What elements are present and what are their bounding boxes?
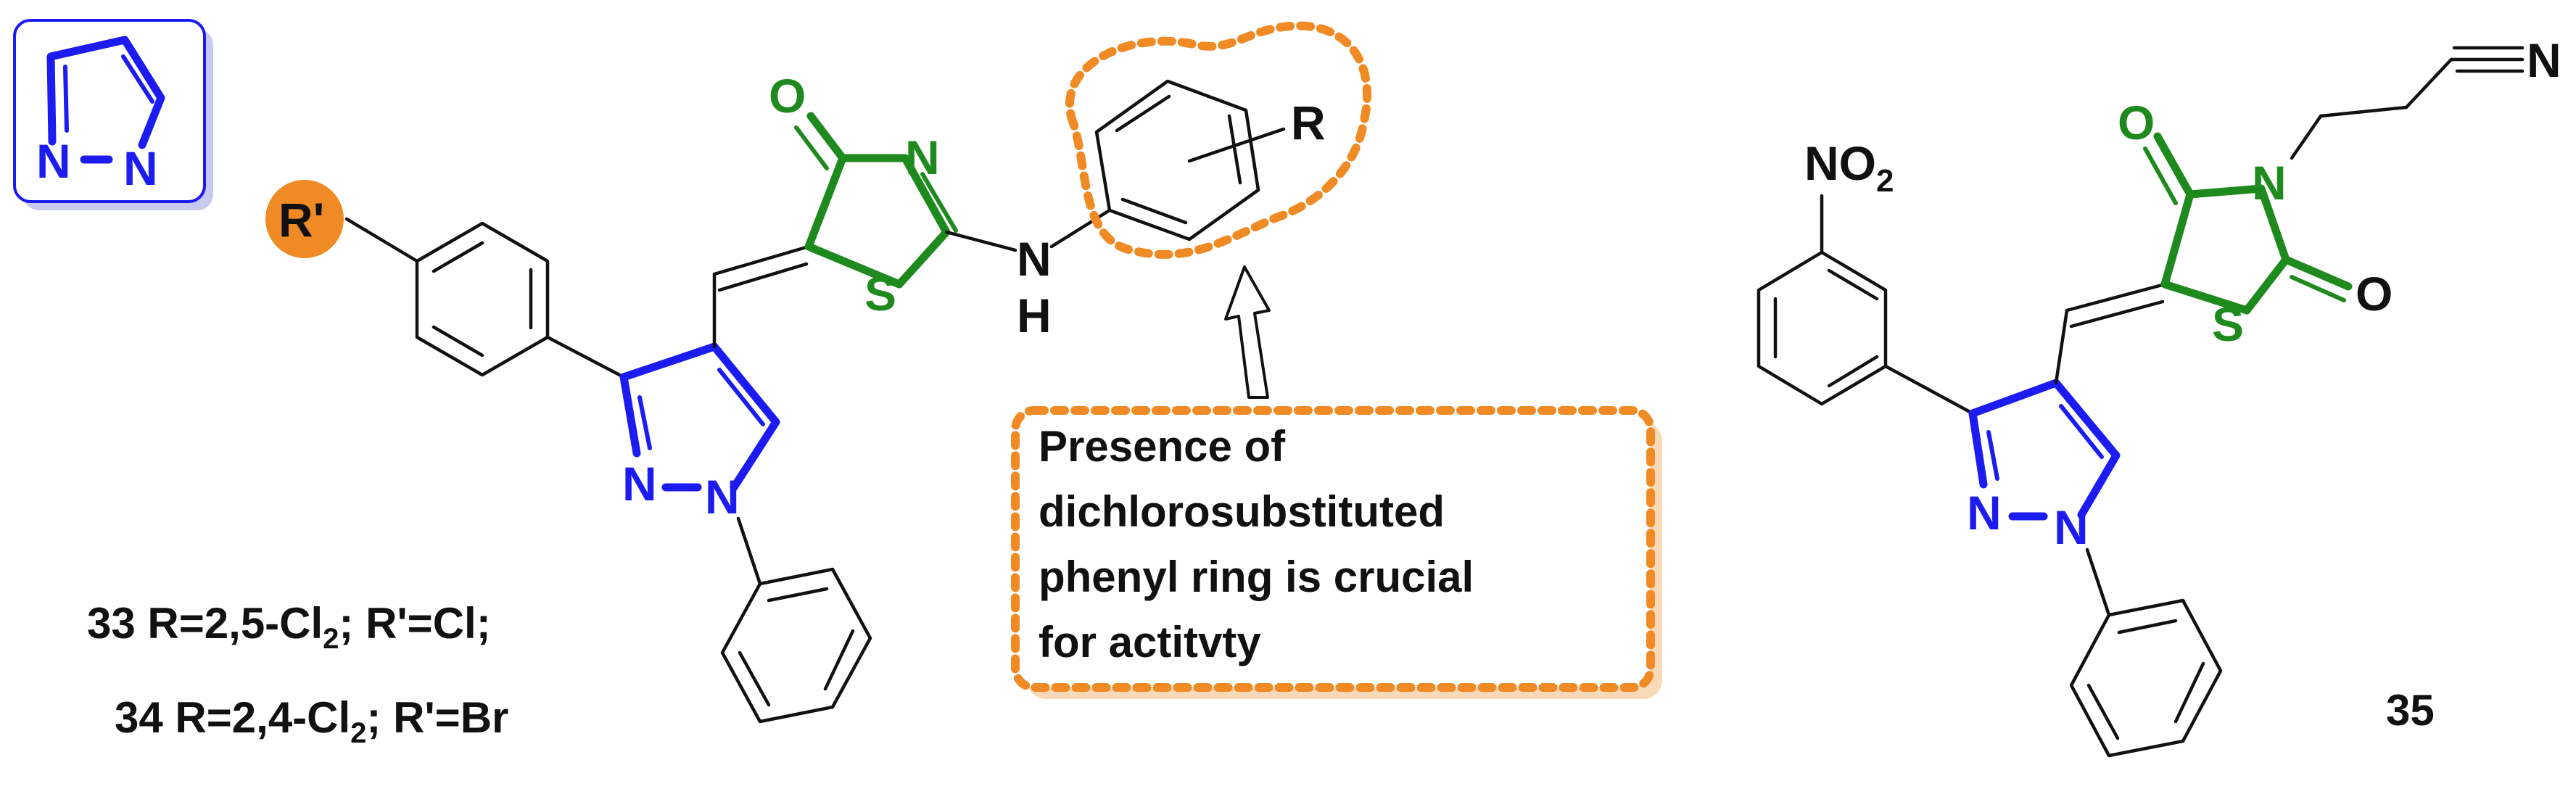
annotation-line-1: Presence of [1039, 422, 1286, 471]
icon-n2-label: N [123, 141, 158, 195]
annotation-line-2: dichlorosubstituted [1039, 487, 1445, 536]
compound-35-label: 35 [2386, 686, 2435, 735]
sar-annotation: Presence of dichlorosubstituted phenyl r… [1011, 406, 1662, 699]
compound-33-label: 33 R=2,5-Cl2; R'=Cl; [87, 599, 491, 655]
nitro-label: NO2 [1804, 136, 1894, 199]
nh-n-label: N [1017, 232, 1052, 286]
nitrile-n-label: N [2527, 33, 2561, 87]
pyrazole-n1-label: N [705, 470, 740, 524]
carbonyl-o-label: O [769, 69, 806, 123]
pointer-arrow [1224, 265, 1271, 399]
r-prime-highlight [265, 180, 344, 258]
thiazole-s-label: S [864, 267, 896, 321]
tzd-o-top-label: O [2118, 96, 2155, 149]
tzd-o-right-label: O [2356, 267, 2393, 321]
r-substituent-label: R [1291, 96, 1326, 149]
aryl-highlight-outline [1065, 21, 1372, 259]
annotation-line-3: phenyl ring is crucial [1039, 553, 1474, 601]
pyrazole-n2-label: N [622, 457, 657, 511]
compound-35: NO2 N N O N S [1756, 33, 2561, 758]
r-prime-label: R' [278, 193, 324, 247]
pyrazole-legend-icon: N N [13, 19, 213, 210]
compound-33-34: R' N N O N S [87, 21, 1372, 749]
thiazole-n-label: N [905, 131, 940, 184]
icon-n1-label: N [36, 134, 71, 188]
nh-h-label: H [1017, 289, 1052, 342]
tzd-s-label: S [2212, 297, 2244, 351]
pyrazole35-n2-label: N [1967, 486, 2002, 540]
compound-34-label: 34 R=2,4-Cl2; R'=Br [115, 693, 508, 749]
tzd-n-label: N [2252, 156, 2287, 210]
annotation-line-4: for actitvty [1039, 618, 1261, 666]
pyrazole35-n1-label: N [2054, 500, 2089, 554]
